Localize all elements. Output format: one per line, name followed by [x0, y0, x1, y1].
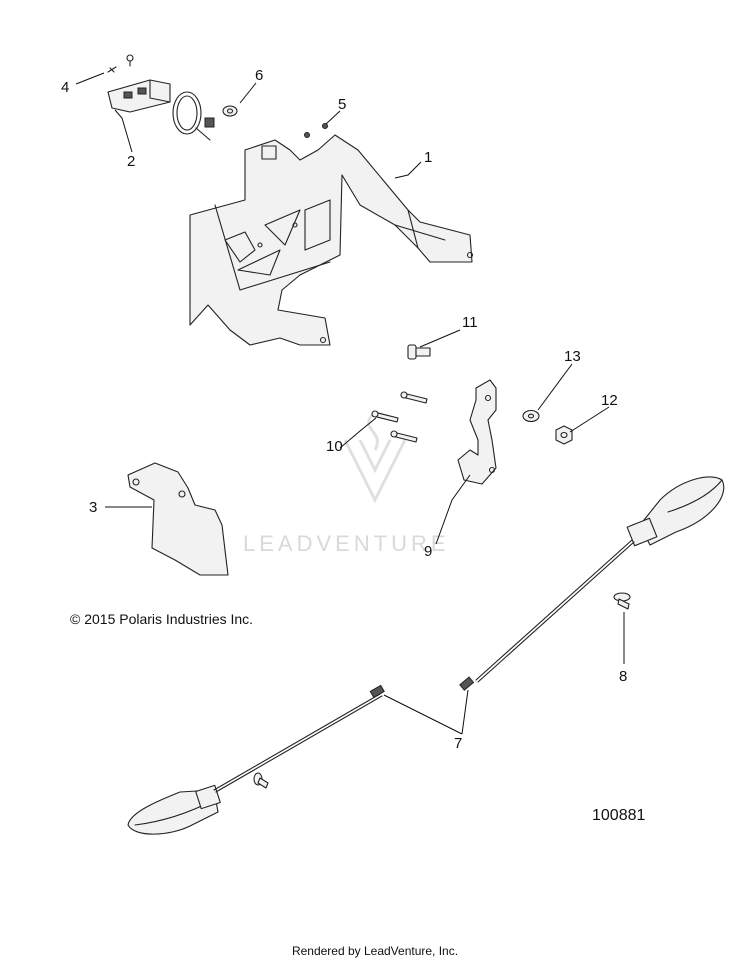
callout-2: 2	[127, 153, 135, 170]
footer-credit: Rendered by LeadVenture, Inc.	[291, 944, 459, 958]
callout-10: 10	[326, 438, 343, 455]
callout-8: 8	[619, 668, 627, 685]
part-5-nut	[304, 123, 328, 138]
part-8-rivet	[253, 592, 631, 789]
callout-5: 5	[338, 96, 346, 113]
callout-13: 13	[564, 348, 581, 365]
watermark-text: LEADVENTURE	[243, 531, 450, 556]
callout-1: 1	[424, 149, 432, 166]
part-7-turn-signal-left	[127, 684, 385, 835]
copyright-text: © 2015 Polaris Industries Inc.	[70, 611, 254, 627]
callout-12: 12	[601, 392, 618, 409]
callout-4: 4	[61, 79, 69, 96]
callout-9: 9	[424, 543, 432, 560]
part-13-washer	[522, 409, 540, 423]
part-9-bracket	[457, 379, 497, 485]
leader-lines	[75, 72, 625, 735]
part-11-bolt	[407, 344, 431, 360]
callout-11: 11	[462, 314, 478, 331]
callout-7: 7	[454, 735, 462, 752]
drawing-number: 100881	[592, 807, 646, 824]
callout-labels: 1 2 3 4 5 6 7 8 9 10 11 12 13	[61, 67, 627, 752]
callout-6: 6	[255, 67, 263, 84]
watermark-logo	[343, 414, 407, 504]
callout-3: 3	[89, 499, 97, 516]
part-1-bracket	[189, 134, 474, 346]
part-4-screw	[107, 54, 134, 73]
part-6-washer	[222, 105, 238, 117]
part-2-component	[107, 79, 215, 141]
part-7-turn-signal-right	[459, 476, 725, 691]
part-10-screws	[371, 391, 428, 443]
part-3-plate	[127, 462, 229, 576]
part-12-nut	[555, 425, 573, 445]
